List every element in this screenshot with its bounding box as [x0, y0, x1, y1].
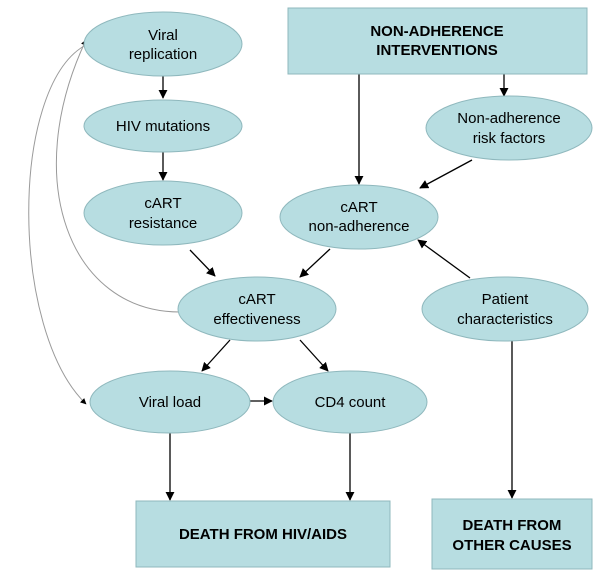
node-viral-replication: Viral replication [83, 11, 243, 77]
edge-risk-factors-to-non-adherence [419, 159, 473, 189]
box-death-other: DEATH FROM OTHER CAUSES [431, 498, 593, 570]
edge-patient-to-non-adherence [417, 239, 471, 279]
node-patient-characteristics: Patient characteristics [421, 276, 589, 342]
node-cart-effectiveness: cART effectiveness [177, 276, 337, 342]
node-viral-load: Viral load [89, 370, 251, 434]
node-non-adherence-risk-factors: Non-adherence risk factors [425, 95, 593, 161]
node-label-line2: resistance [129, 215, 197, 232]
box-death-hiv: DEATH FROM HIV/AIDS [135, 500, 391, 568]
edge-replication-to-viral-load [28, 45, 87, 405]
node-cart-resistance: cART resistance [83, 180, 243, 246]
node-label-line1: Patient [482, 291, 530, 308]
edge-resistance-to-effectiveness [189, 249, 216, 277]
node-label-line1: HIV mutations [116, 118, 210, 135]
node-label-line2: risk factors [473, 130, 546, 147]
box-non-adherence-interventions: NON-ADHERENCE INTERVENTIONS [287, 7, 588, 75]
box-label-line1: DEATH FROM HIV/AIDS [179, 526, 347, 543]
node-cart-non-adherence: cART non-adherence [279, 184, 439, 250]
edge-non-adherence-to-effectiveness [299, 248, 331, 278]
edge-effectiveness-to-cd4 [299, 339, 329, 372]
node-label-line1: Viral [148, 27, 178, 44]
node-label-line1: CD4 count [315, 394, 387, 411]
node-label-line2: effectiveness [213, 311, 300, 328]
node-label-line1: cART [238, 291, 275, 308]
node-label-line1: cART [340, 199, 377, 216]
node-label-line2: non-adherence [309, 218, 410, 235]
node-label-line2: replication [129, 46, 197, 63]
node-label-line2: characteristics [457, 311, 553, 328]
edges [28, 39, 517, 501]
box-label-line1: DEATH FROM [463, 517, 562, 534]
node-cd4-count: CD4 count [272, 370, 428, 434]
edge-effectiveness-to-replication [56, 39, 181, 313]
box-label-line2: OTHER CAUSES [452, 537, 571, 554]
node-label-line1: Viral load [139, 394, 201, 411]
node-label-line1: Non-adherence [457, 110, 560, 127]
node-hiv-mutations: HIV mutations [83, 99, 243, 153]
edge-effectiveness-to-viral-load [201, 339, 231, 372]
box-label-line1: NON-ADHERENCE [370, 23, 503, 40]
node-label-line1: cART [144, 195, 181, 212]
box-label-line2: INTERVENTIONS [376, 42, 497, 59]
